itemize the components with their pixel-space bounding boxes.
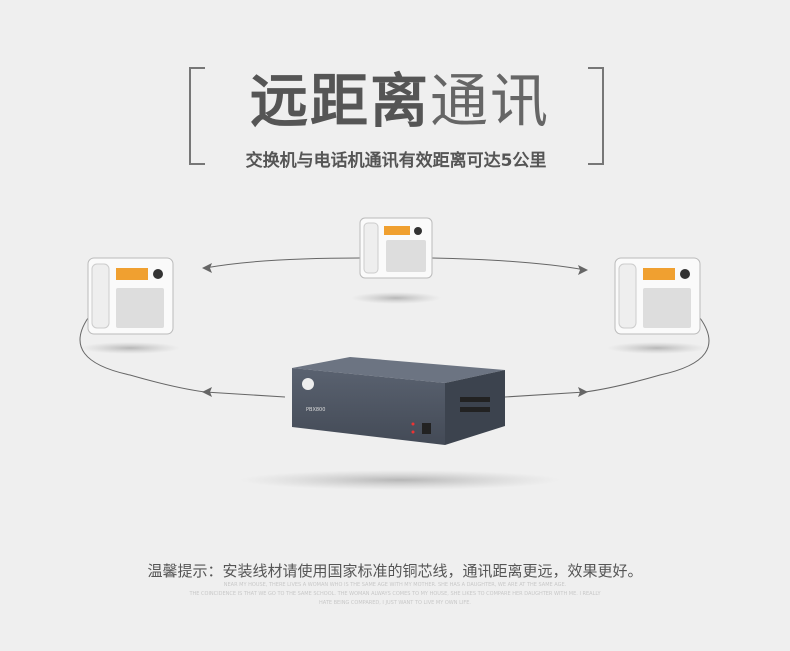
- arrow-right-icon: [578, 387, 588, 397]
- power-switch: [422, 423, 431, 434]
- arrow-left-icon: [202, 387, 212, 397]
- left-bracket: [189, 67, 205, 165]
- arc-bottom-right: [504, 391, 586, 398]
- phone-left: [80, 257, 180, 354]
- pbx-switchboard: PBX800: [240, 357, 560, 490]
- phone-right: [607, 257, 707, 354]
- phone-top: [351, 217, 441, 304]
- subtitle: 交换机与电话机通讯有效距离可达5公里: [245, 151, 547, 171]
- arrow-left-icon: [202, 263, 212, 273]
- arc-left: [79, 317, 206, 393]
- arrows: [202, 263, 588, 397]
- fine-print-line: HATE BEING COMPARED, I JUST WANT TO LIVE…: [319, 600, 471, 606]
- arrow-right-icon: [578, 265, 588, 275]
- headline-bold: 远距离: [249, 67, 430, 135]
- headline-light: 通讯: [430, 67, 551, 135]
- headline: 远距离通讯: [210, 66, 590, 136]
- arc-top-right: [431, 257, 586, 271]
- connection-arcs: [79, 257, 710, 398]
- arc-top-left: [204, 257, 361, 269]
- fine-print-line: THE COINCIDENCE IS THAT WE GO TO THE SAM…: [189, 591, 601, 597]
- fine-print-line: NEAR MY HOUSE, THERE LIVES A WOMAN WHO I…: [223, 582, 567, 588]
- arc-bottom-left: [204, 391, 286, 398]
- model-label: PBX800: [306, 407, 325, 413]
- tip-text: 温馨提示：安装线材请使用国家标准的铜芯线，通讯距离更远，效果更好。: [147, 562, 643, 580]
- arc-right: [584, 317, 710, 393]
- motorola-logo-icon: [302, 378, 314, 390]
- right-bracket: [588, 67, 604, 165]
